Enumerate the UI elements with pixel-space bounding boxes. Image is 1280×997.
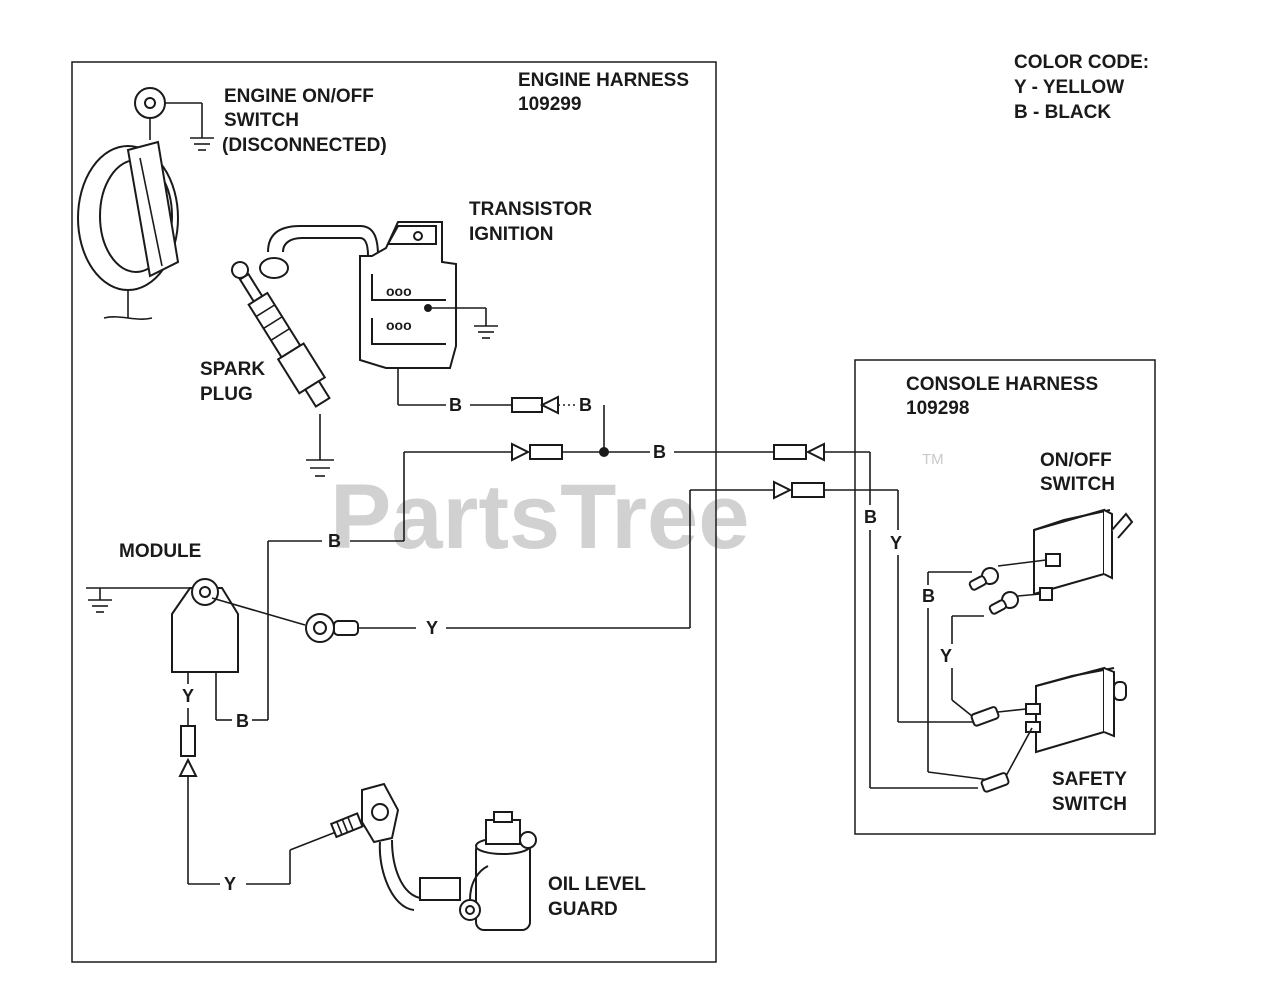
transistor-ignition: ooo ooo [267, 221, 498, 405]
console-connector-yellow [773, 480, 825, 500]
engine-switch-label-3: (DISCONNECTED) [222, 135, 387, 156]
color-code-title: COLOR CODE: [1014, 52, 1149, 73]
watermark: PartsTree [330, 466, 749, 568]
transistor-ignition-label-1: TRANSISTOR [469, 199, 592, 220]
color-code-yellow: Y - YELLOW [1014, 77, 1124, 98]
wire-label-black: B [449, 395, 462, 415]
connector-icon [511, 395, 559, 415]
spark-plug-boot [259, 257, 289, 279]
wire-label-black: B [579, 395, 592, 415]
wire-label-yellow: Y [940, 646, 952, 666]
wire-label-black: B [236, 711, 249, 731]
engine-harness-box [71, 61, 717, 963]
wire-label-yellow: Y [224, 874, 236, 894]
onoff-switch-label-1: ON/OFF [1040, 450, 1112, 471]
splice-junction [599, 447, 609, 457]
ground-icon [474, 325, 498, 339]
watermark-trademark: TM [922, 451, 944, 468]
engine-harness-label: ENGINE HARNESS [518, 70, 689, 91]
color-code-black: B - BLACK [1014, 102, 1111, 123]
spark-plug-label-2: PLUG [200, 384, 253, 405]
wire-label-yellow: Y [890, 533, 902, 553]
wire-label-black: B [922, 586, 935, 606]
ignition-module [86, 578, 239, 673]
ignition-coil-turns-2: ooo [386, 317, 412, 333]
safety-switch-label-1: SAFETY [1052, 769, 1127, 790]
onoff-switch [968, 508, 1134, 615]
console-harness-label: CONSOLE HARNESS [906, 374, 1098, 395]
oil-level-guard-label-2: GUARD [548, 899, 618, 920]
color-code-legend: COLOR CODE: Y - YELLOW B - BLACK [1014, 52, 1149, 123]
oil-level-guard [329, 782, 537, 931]
ring-terminal-icon [305, 613, 359, 643]
module-label: MODULE [119, 541, 201, 562]
spark-plug-label-1: SPARK [200, 359, 265, 380]
wire-label-black: B [653, 442, 666, 462]
wire-label-yellow: Y [182, 686, 194, 706]
oil-level-guard-label-1: OIL LEVEL [548, 874, 646, 895]
safety-switch-label-2: SWITCH [1052, 794, 1127, 815]
engine-switch-label-2: SWITCH [224, 110, 299, 131]
connector-icon [511, 442, 563, 462]
ground-icon [306, 459, 334, 477]
safety-switch [970, 666, 1127, 793]
connector-icon [178, 725, 198, 777]
ignition-coil-turns: ooo [386, 283, 412, 299]
spark-plug [231, 261, 331, 408]
transistor-ignition-label-2: IGNITION [469, 224, 553, 245]
engine-harness-part-number: 109299 [518, 94, 581, 115]
wire-label-yellow: Y [426, 618, 438, 638]
console-harness-part-number: 109298 [906, 398, 969, 419]
knob-icon [77, 140, 180, 291]
console-harness-box [854, 359, 1156, 835]
ground-icon [190, 137, 214, 151]
ground-icon [88, 599, 112, 613]
engine-switch-label-1: ENGINE ON/OFF [224, 86, 374, 107]
wire-label-black: B [328, 531, 341, 551]
engine-onoff-switch [77, 87, 214, 320]
onoff-switch-label-2: SWITCH [1040, 474, 1115, 495]
console-connector-black [773, 442, 825, 462]
wire-label-black: B [864, 507, 877, 527]
